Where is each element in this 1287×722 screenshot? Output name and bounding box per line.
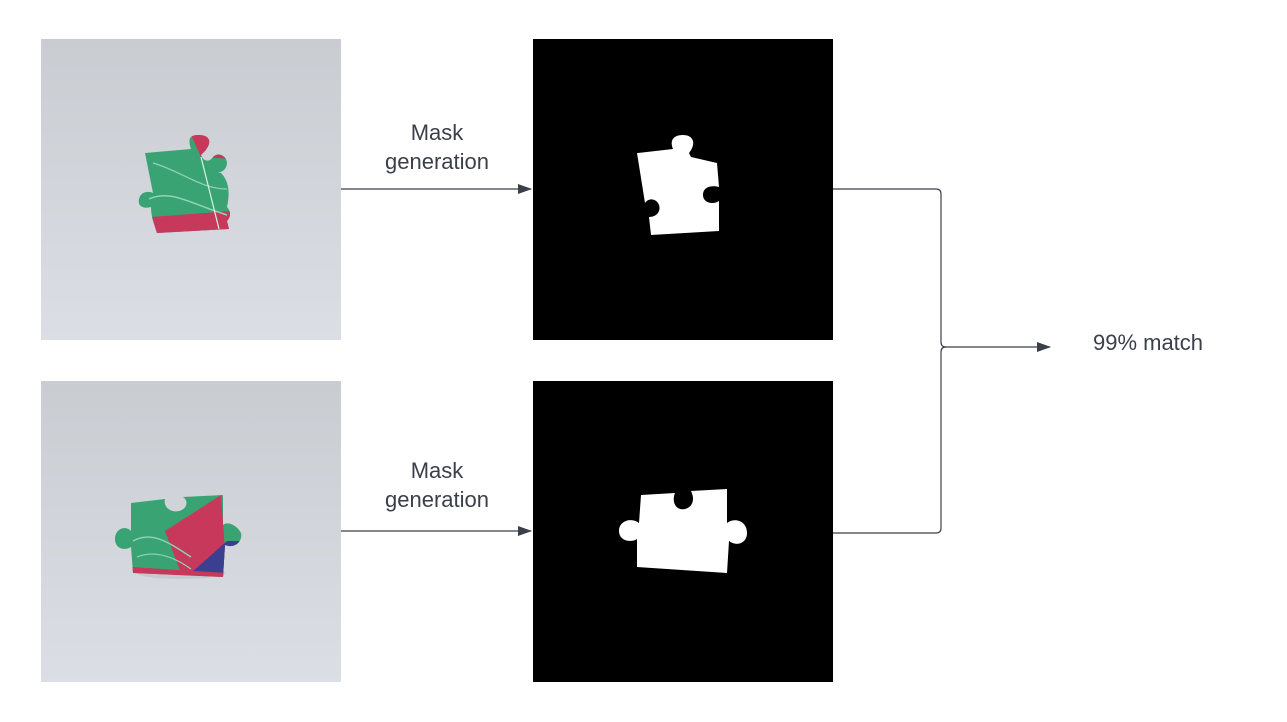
mask-piece-shape-2 bbox=[619, 489, 747, 573]
match-result-label: 99% match bbox=[1092, 330, 1204, 355]
merge-connector-bottom bbox=[833, 346, 947, 534]
mask-piece-shape-1 bbox=[637, 135, 719, 235]
mask-generation-label-2-text: Mask generation bbox=[385, 458, 489, 512]
mask-generation-label-2: Mask generation bbox=[357, 456, 517, 514]
photo-puzzle-piece-2 bbox=[41, 381, 341, 682]
mask-generation-label-1-text: Mask generation bbox=[385, 120, 489, 174]
mask-image-1 bbox=[533, 39, 833, 340]
mask-image-2 bbox=[533, 381, 833, 682]
photo-puzzle-piece-1 bbox=[41, 39, 341, 340]
mask-generation-label-1: Mask generation bbox=[357, 118, 517, 176]
merge-connector-top bbox=[833, 188, 947, 348]
